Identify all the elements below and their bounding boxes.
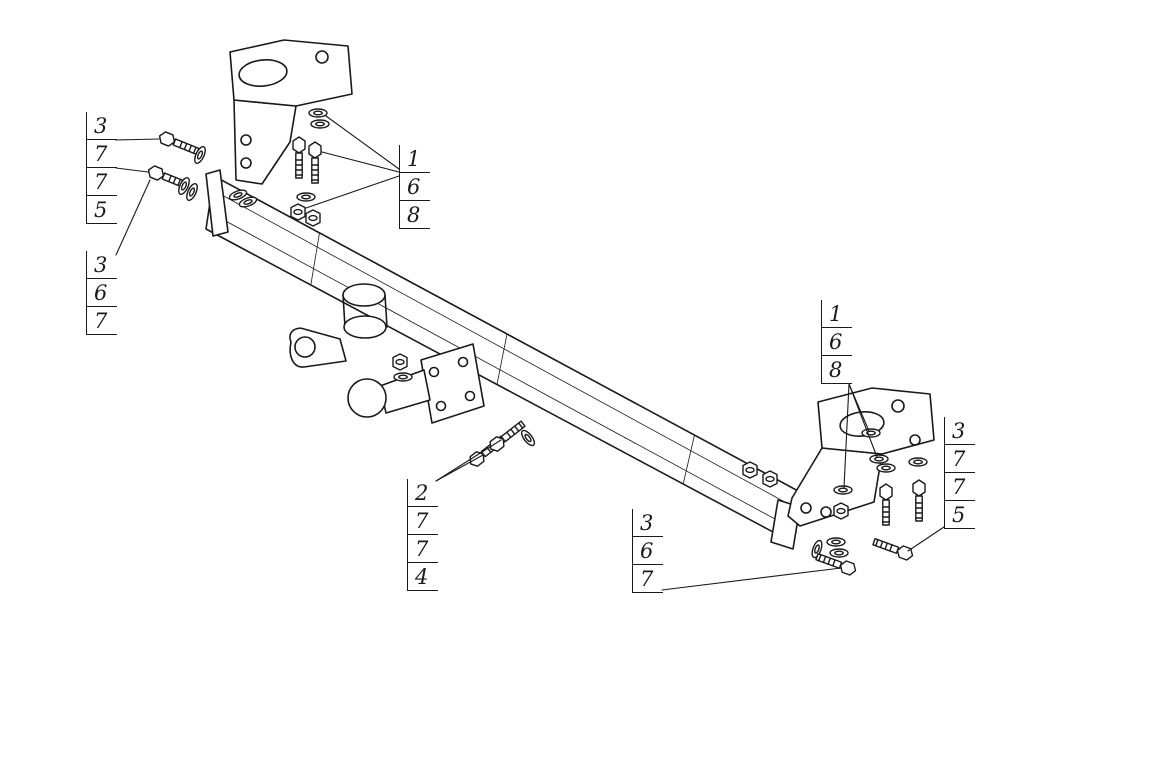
callout-top-middle: 1 6 8: [399, 145, 430, 229]
callout-number: 3: [633, 509, 663, 537]
callout-number: 7: [945, 473, 975, 501]
leader-lines: [115, 115, 945, 591]
callout-number: 7: [408, 535, 438, 563]
callout-number: 5: [945, 501, 975, 529]
callout-number: 3: [87, 251, 117, 279]
ball-cover: [342, 283, 388, 339]
left-mounting-bracket: [229, 39, 353, 185]
callout-number: 7: [945, 445, 975, 473]
callout-number: 7: [408, 507, 438, 535]
callout-number: 7: [87, 168, 117, 196]
callout-bottom-middle: 2 7 7 4: [407, 479, 438, 591]
tow-ball: [347, 378, 387, 418]
callout-number: 4: [408, 563, 438, 591]
callout-number: 7: [87, 140, 117, 168]
callout-number: 7: [87, 307, 117, 335]
callout-number: 6: [400, 173, 430, 201]
callout-number: 6: [87, 279, 117, 307]
callout-number: 6: [822, 328, 852, 356]
tow-ball-assembly: [289, 283, 485, 424]
callout-number: 6: [633, 537, 663, 565]
callout-number: 8: [822, 356, 852, 384]
callout-right-side: 3 7 7 5: [944, 417, 975, 529]
right-mounting-bracket: [787, 387, 935, 527]
callout-bottom-center: 3 6 7: [632, 509, 663, 593]
callout-number: 3: [945, 417, 975, 445]
socket-bracket: [289, 327, 347, 368]
callout-number: 7: [633, 565, 663, 593]
callout-number: 2: [408, 479, 438, 507]
callout-number: 1: [400, 145, 430, 173]
callout-number: 8: [400, 201, 430, 229]
callout-number: 3: [87, 112, 117, 140]
callout-left-upper: 3 7 7 5: [86, 112, 117, 224]
callout-number: 1: [822, 300, 852, 328]
callout-right-middle: 1 6 8: [821, 300, 852, 384]
callout-number: 5: [87, 196, 117, 224]
callout-left-lower: 3 6 7: [86, 251, 117, 335]
